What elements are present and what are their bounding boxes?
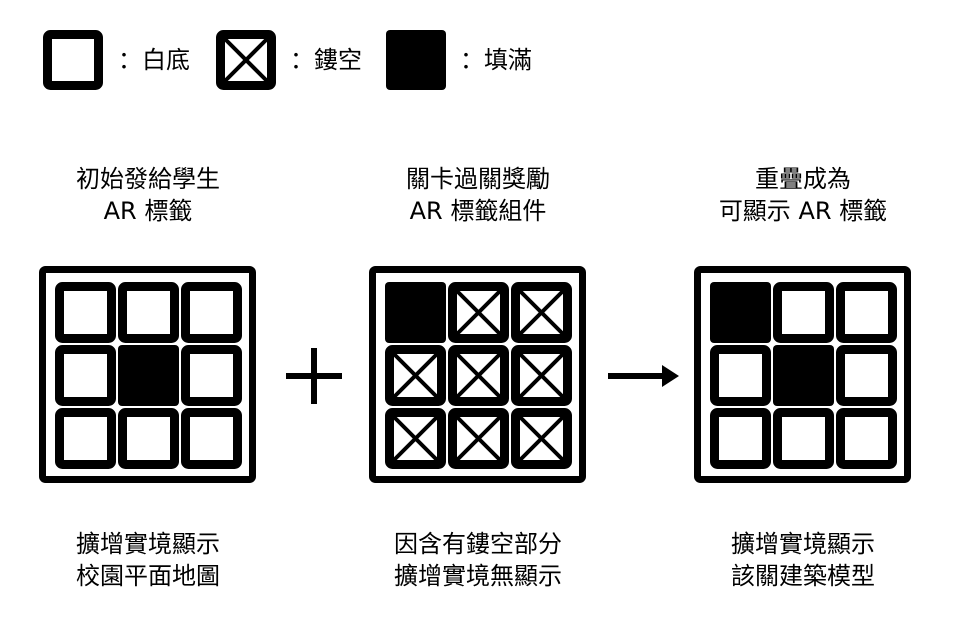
grid-cell-white bbox=[55, 282, 116, 343]
grid-cell-white bbox=[118, 408, 179, 469]
grid-cell-filled bbox=[710, 282, 771, 343]
legend-label-hollow: ：鏤空 bbox=[290, 46, 362, 74]
panel-title-line: AR 標籤組件 bbox=[409, 197, 547, 225]
panel-title-reward: 關卡過關獎勵 AR 標籤組件 bbox=[328, 163, 628, 227]
arrow-right-icon bbox=[608, 365, 679, 387]
legend-label-filled: ：填滿 bbox=[460, 46, 532, 74]
grid-cell-white bbox=[181, 408, 242, 469]
panel-title-line: 重疊成為 bbox=[755, 165, 851, 193]
grid-cell-white bbox=[118, 282, 179, 343]
grid-cell-hollow bbox=[511, 282, 572, 343]
grid-cell-hollow bbox=[448, 408, 509, 469]
ar-tag-panel bbox=[694, 266, 911, 483]
ar-tag-panel bbox=[369, 266, 586, 483]
panel-caption-line: 擴增實境無顯示 bbox=[394, 562, 562, 590]
grid-cell-hollow bbox=[511, 408, 572, 469]
panel-title-line: AR 標籤 bbox=[103, 197, 193, 225]
grid-cell-white bbox=[55, 408, 116, 469]
grid-cell-white bbox=[710, 408, 771, 469]
grid-cell-filled bbox=[773, 345, 834, 406]
grid-cell-white bbox=[773, 282, 834, 343]
panel-title-initial: 初始發給學生 AR 標籤 bbox=[0, 163, 298, 227]
grid-cell-filled bbox=[118, 345, 179, 406]
ar-tag-panel bbox=[39, 266, 256, 483]
panel-caption-initial: 擴增實境顯示 校園平面地圖 bbox=[0, 528, 298, 592]
legend-icon-hollow bbox=[216, 30, 276, 90]
grid-cell-hollow bbox=[385, 345, 446, 406]
panel-caption-line: 因含有鏤空部分 bbox=[394, 530, 562, 558]
grid-cell-hollow bbox=[448, 282, 509, 343]
grid-cell-white bbox=[181, 282, 242, 343]
grid-cell-hollow bbox=[385, 408, 446, 469]
legend-icon-filled bbox=[386, 30, 446, 90]
panel-caption-line: 該關建築模型 bbox=[731, 562, 875, 590]
panel-caption-line: 擴增實境顯示 bbox=[76, 530, 220, 558]
panel-caption-line: 擴增實境顯示 bbox=[731, 530, 875, 558]
ar-tag-panels bbox=[39, 266, 911, 483]
grid-cell-white bbox=[181, 345, 242, 406]
panel-caption-combined: 擴增實境顯示 該關建築模型 bbox=[653, 528, 953, 592]
legend-label-white: ：白底 bbox=[118, 46, 190, 74]
legend-icon-white bbox=[43, 30, 103, 90]
grid-cell-hollow bbox=[448, 345, 509, 406]
grid-cell-white bbox=[836, 345, 897, 406]
plus-icon bbox=[286, 348, 342, 404]
panel-title-line: 關卡過關獎勵 bbox=[406, 165, 550, 193]
legend-icons bbox=[43, 30, 446, 90]
grid-cell-white bbox=[836, 408, 897, 469]
panel-caption-reward: 因含有鏤空部分 擴增實境無顯示 bbox=[328, 528, 628, 592]
grid-cell-white bbox=[836, 282, 897, 343]
panel-title-line: 初始發給學生 bbox=[76, 165, 220, 193]
grid-cell-white bbox=[773, 408, 834, 469]
grid-cell-hollow bbox=[511, 345, 572, 406]
grid-cell-white bbox=[55, 345, 116, 406]
grid-cell-white bbox=[710, 345, 771, 406]
grid-cell-filled bbox=[385, 282, 446, 343]
panel-caption-line: 校園平面地圖 bbox=[76, 562, 220, 590]
panel-title-combined: 重疊成為 可顯示 AR 標籤 bbox=[653, 163, 953, 227]
panel-title-line: 可顯示 AR 標籤 bbox=[718, 197, 888, 225]
